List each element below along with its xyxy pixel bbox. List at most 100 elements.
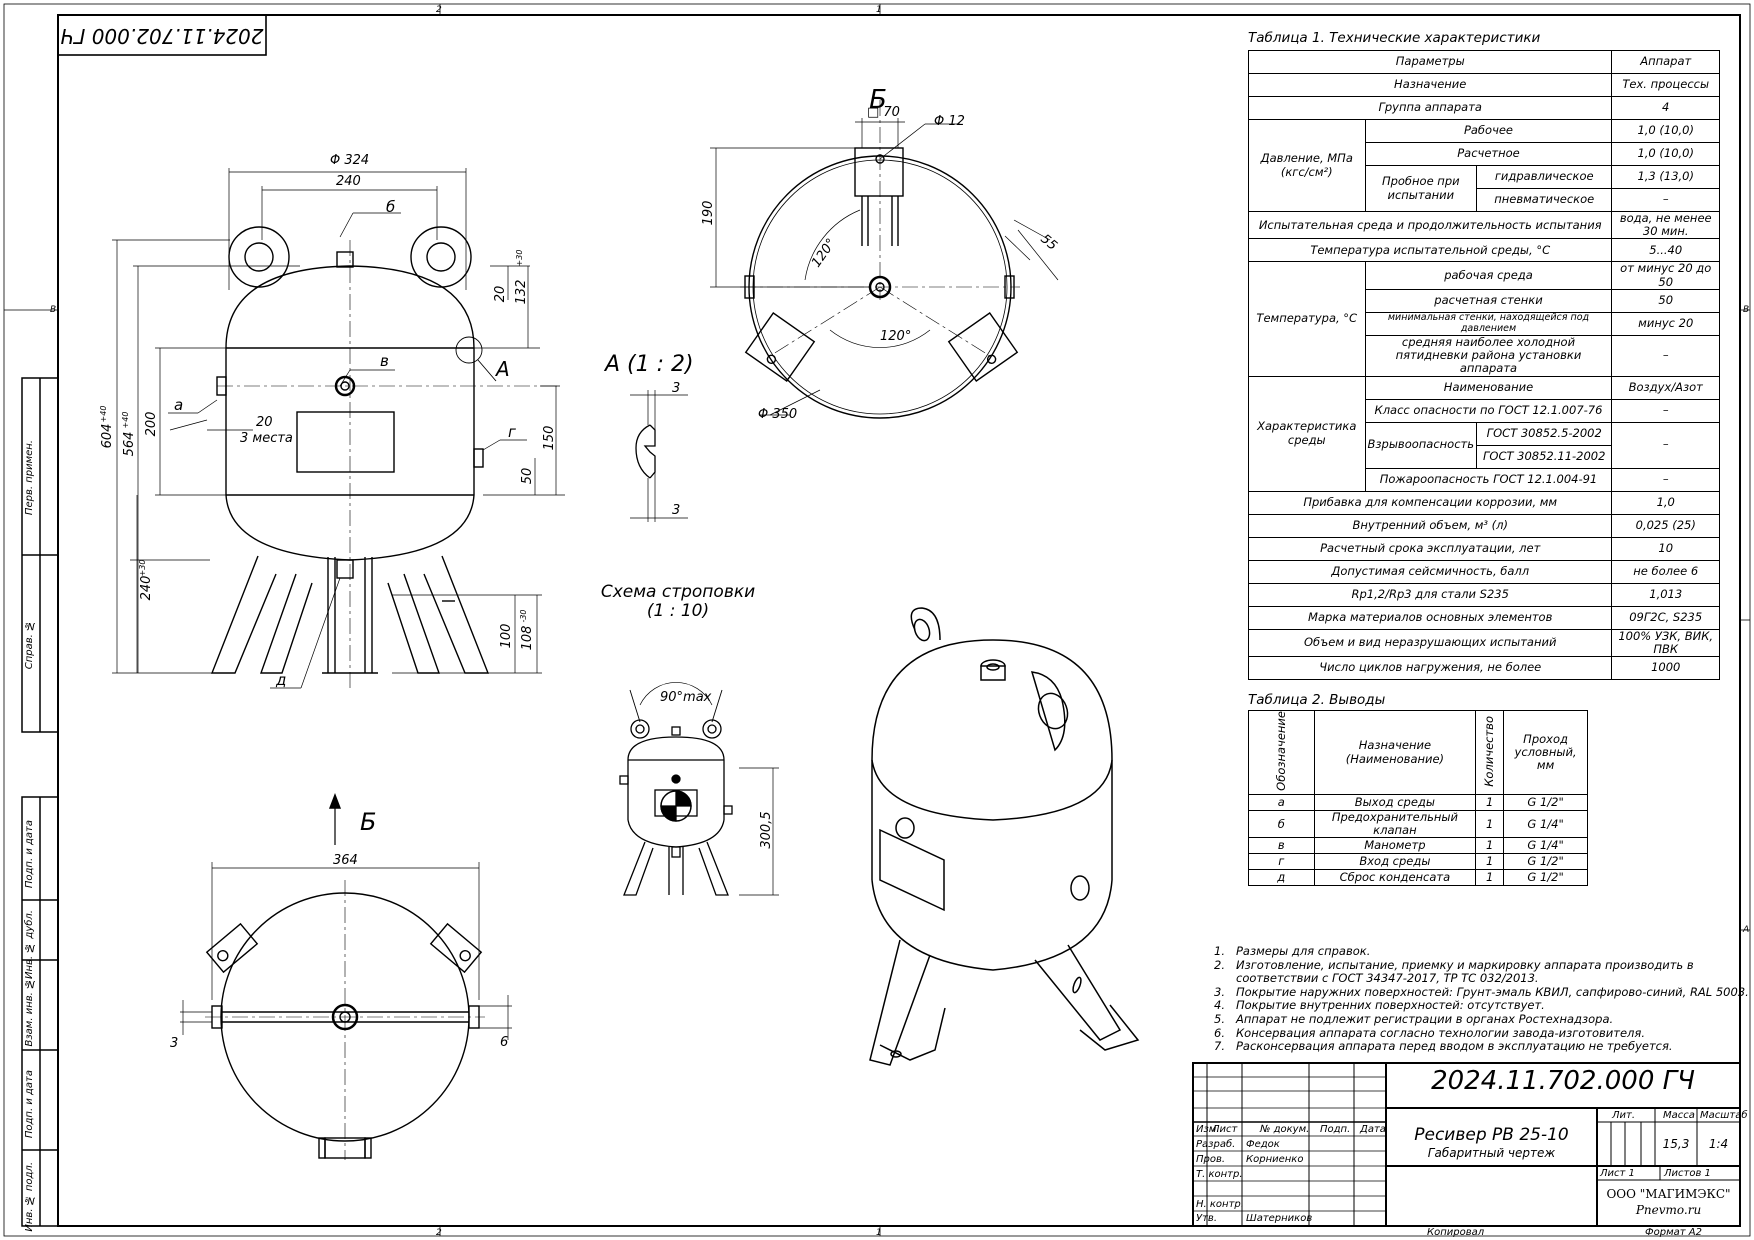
table-cell: Объем и вид неразрушающих испытаний [1247,628,1613,657]
table-cell: – [1611,467,1720,492]
table2: Обозначение Назначение (Наименование) Ко… [1248,709,1588,887]
dim-tol: +40 [99,406,108,423]
tb-mass-value: 15,3 [1662,1137,1690,1151]
detail-a-labels: А (1 : 2) 3 3 [603,352,694,518]
table-cell: Манометр [1313,837,1477,855]
table-cell: средняя наиболее холодной пятидневки рай… [1364,334,1613,377]
tb-sheets: Листов 1 [1664,1168,1711,1179]
side-cell-label: Справ. № [24,620,35,670]
top-stamp-box [57,14,267,56]
side-cell-label: Инв. № подл. [24,1162,35,1232]
table-cell: – [1611,421,1720,469]
section-b-title: Б [869,85,887,115]
dim-label: 3 [672,381,680,396]
table-cell: минус 20 [1611,311,1720,336]
bottom-view [205,793,485,1160]
table2-caption: Таблица 2. Выводы [1248,692,1386,708]
table-cell: Вход среды [1313,853,1477,871]
dim-label: 3 [170,1036,178,1051]
tb-lit: Лит. [1612,1110,1636,1121]
table-cell: G 1/2" [1503,794,1588,812]
zone-mark: 2 [436,1228,442,1238]
dim-label: 240 [139,576,154,601]
dim-label: 20 [256,415,273,430]
notes: 1.Размеры для справок. 2.Изготовление, и… [1214,944,1749,1054]
dim-label: 20 [493,286,508,303]
table-cell: – [1611,188,1720,212]
table-cell: Внутренний объем, м³ (л) [1247,513,1613,538]
table-cell: Прибавка для компенсации коррозии, мм [1247,490,1613,515]
table-cell: Воздух/Азот [1611,375,1720,400]
nozzle-label-g: г [508,423,516,441]
table-cell: Расчетный срока эксплуатации, лет [1247,536,1613,561]
tb-doc-type: Габаритный чертеж [1427,1146,1556,1160]
table-cell: 1 [1475,837,1505,855]
table-cell: 1,0 (10,0) [1611,142,1720,166]
table-cell: 1 [1475,810,1505,839]
note-line: 5.Аппарат не подлежит регистрации в орга… [1214,1011,1614,1026]
tb-role: Утв. [1196,1213,1217,1224]
dim-label: 364 [333,853,358,868]
table-cell: Назначение [1247,73,1613,97]
table-cell: б [1248,810,1315,839]
table-cell: не более 6 [1611,559,1720,584]
nozzle-label-b: б [386,198,395,216]
dim-label: 150 [542,426,557,451]
table-cell: 4 [1611,96,1720,120]
dim-label: 6 [500,1035,508,1050]
table-cell: Пожароопасность ГОСТ 12.1.004-91 [1364,467,1613,492]
zone-mark: 1 [876,1228,882,1238]
table-cell: Испытательная среда и продолжительность … [1247,210,1613,240]
table-cell: 10 [1611,536,1720,561]
table-header: Назначение (Наименование) [1313,709,1477,796]
table-cell: ГОСТ 30852.11-2002 [1476,444,1613,469]
table-cell: 1,3 (13,0) [1611,165,1720,189]
tb-designation: 2024.11.702.000 ГЧ [1431,1066,1695,1096]
sling-labels: Схема строповки (1 : 10) 90°max 300,5 [601,582,774,849]
dim-label: Φ 12 [934,114,965,129]
table-cell: Группа аппарата [1247,96,1613,120]
table-cell: Выход среды [1313,794,1477,812]
table-cell: 09Г2С, S235 [1611,605,1720,630]
tb-copied: Копировал [1427,1227,1485,1238]
bottom-arrow-label: Б [360,808,376,836]
nozzle-label-v: в [380,352,389,370]
dim-label: 90°max [660,690,712,705]
tb-product-name: Ресивер РВ 25-10 [1414,1125,1569,1145]
tb-name: Федок [1246,1139,1280,1150]
tb-header: Дата [1360,1124,1386,1135]
zone-mark: 1 [876,5,882,15]
detail-a-title: А (1 : 2) [603,352,694,377]
dim-label: □ 70 [867,105,900,120]
table-cell: – [1611,398,1720,423]
tb-sheet: Лист 1 [1600,1168,1635,1179]
dim-label: 200 [144,412,159,437]
table-cell: 1 [1475,869,1505,887]
front-dim-labels: Φ 324 240 б в а г д 20 3 места 20 132 +3… [99,153,557,689]
table-cell: Предохранительный клапан [1313,810,1477,839]
table-cell: Тех. процессы [1611,73,1720,97]
dim-label: 120° [880,329,911,344]
table-cell: Температура, °С [1248,261,1366,377]
table-cell: Rp1,2/Rp3 для стали S235 [1247,582,1613,607]
side-cell-label: Подп. и дата [24,1070,35,1139]
table-cell: Расчетное [1364,142,1613,166]
note-line: 2.Изготовление, испытание, приемку и мар… [1214,957,1694,972]
table-cell: минимальная стенки, находящейся под давл… [1364,311,1613,336]
dim-label: 3 [672,503,680,518]
dim-tol: -30 [519,609,528,622]
note-line: 4.Покрытие внутренних поверхностей: отсу… [1214,998,1545,1013]
isometric-view [869,607,1140,1066]
nozzle-label-d: д [275,671,286,689]
table1-caption: Таблица 1. Технические характеристики [1248,30,1541,46]
tb-mass-label: Масса [1663,1110,1695,1121]
table-cell: Аппарат [1611,50,1720,74]
table-cell: а [1248,794,1315,812]
detail-callout: А [494,357,510,381]
table-cell: G 1/4" [1503,837,1588,855]
table-header: Проход условный, мм [1503,709,1588,796]
table-cell: 1,013 [1611,582,1720,607]
table-cell: 50 [1611,288,1720,313]
